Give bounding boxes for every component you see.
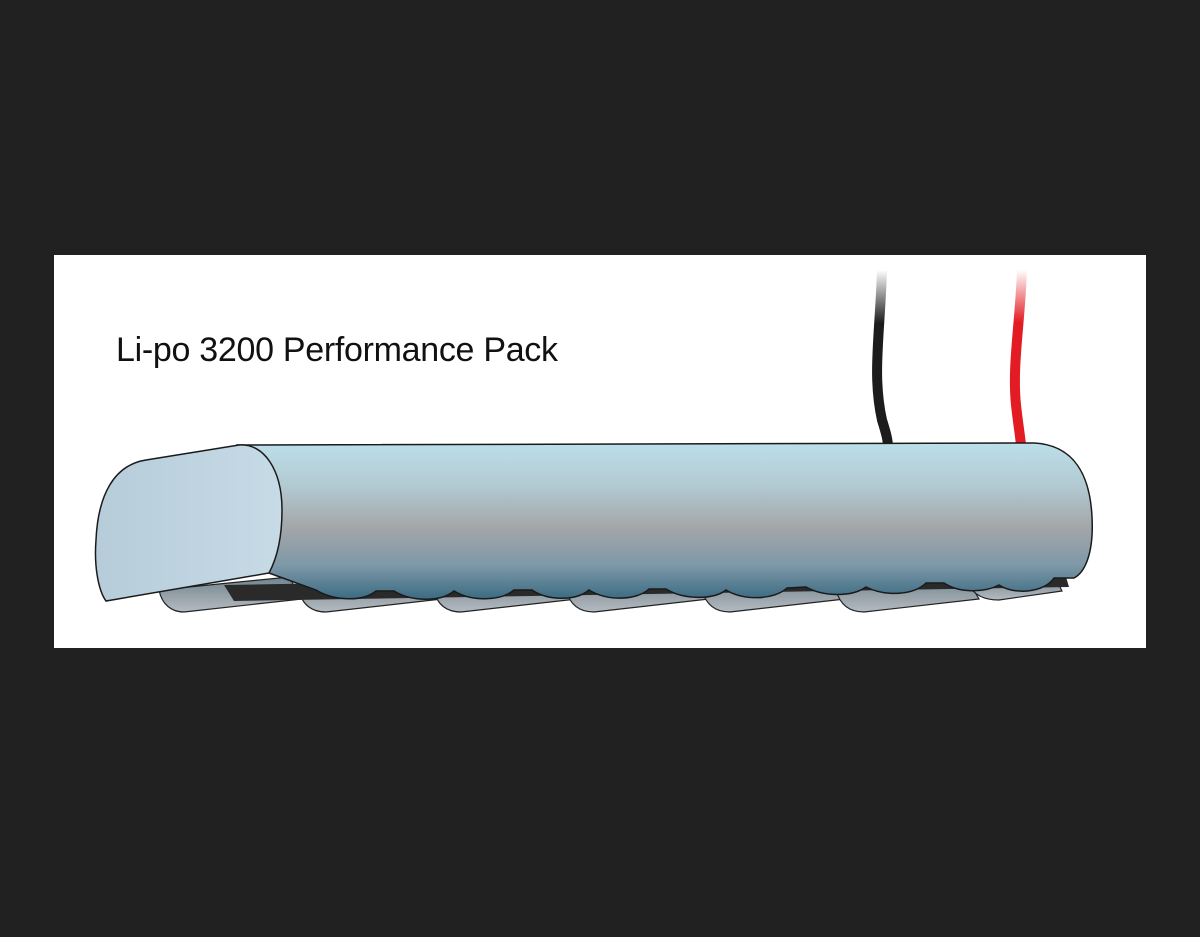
- red-wire: [1009, 269, 1027, 446]
- battery-pack: [236, 442, 1093, 600]
- end-cap: [94, 444, 283, 602]
- battery-illustration: [94, 269, 1093, 613]
- black-wire: [872, 269, 893, 448]
- diagram-panel: Li-po 3200 Performance Pack: [54, 255, 1146, 648]
- page-title: Li-po 3200 Performance Pack: [116, 331, 558, 369]
